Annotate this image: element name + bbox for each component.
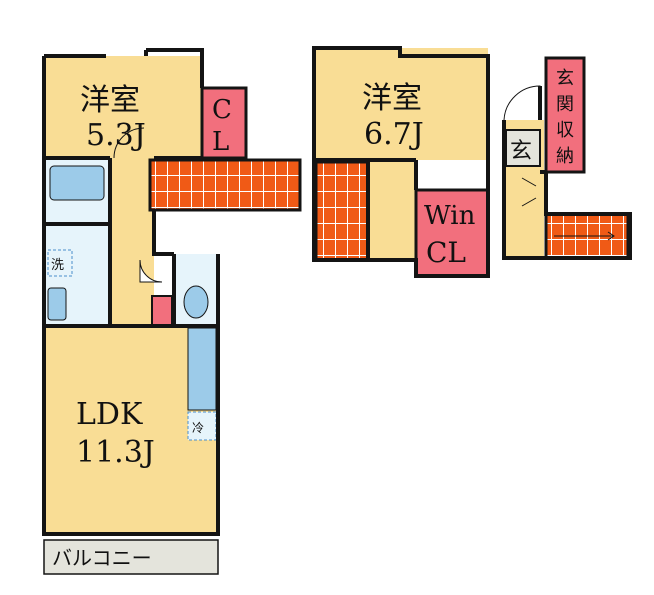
western-room-1: [44, 56, 202, 158]
bathtub: [49, 165, 105, 201]
western-room-1-size: 5.3J: [86, 118, 146, 153]
closet-1-line1: C: [212, 95, 232, 125]
small-closet: [151, 295, 173, 327]
left-unit-walls: [42, 48, 220, 536]
kitchen-counter: [187, 327, 217, 411]
right-unit-walls: [502, 86, 632, 260]
walkin-closet-line2: CL: [426, 236, 466, 269]
storage-char-3: 収: [556, 120, 574, 141]
storage-char-1: 玄: [556, 68, 574, 89]
door-arc-2: [139, 259, 163, 283]
stairs-3-arrow: [554, 231, 615, 241]
shoe-box-doors: [521, 177, 537, 207]
storage-char-2: 関: [556, 94, 574, 115]
western-room-1-name: 洋室: [80, 83, 140, 118]
western-room-2-size: 6.7J: [364, 117, 424, 152]
entrance-label: 玄: [510, 139, 532, 164]
corridor: [110, 158, 154, 326]
stairs-2: [314, 160, 370, 262]
western-room-2-name: 洋室: [362, 81, 422, 116]
closet-1-line2: L: [212, 127, 229, 157]
washer-space: [47, 249, 73, 277]
hall-2: [368, 162, 416, 260]
stairs-1: [148, 158, 302, 212]
balcony: [43, 539, 219, 575]
toilet: [183, 285, 209, 319]
fridge-label: 冷: [192, 421, 204, 435]
door-arc-1: [113, 127, 145, 159]
middle-unit-walls: [312, 46, 490, 278]
entrance-door-arc: [503, 85, 541, 121]
ldk-size: 11.3J: [76, 435, 155, 470]
walkin-closet-line1: Win: [424, 201, 476, 231]
entrance-box: [505, 129, 541, 167]
closet-1: [200, 86, 248, 160]
ldk-name: LDK: [76, 397, 143, 432]
entrance-storage: [544, 56, 586, 174]
washer-label: 洗: [51, 258, 64, 273]
storage-char-4: 納: [556, 146, 574, 167]
fridge-space: [187, 411, 217, 441]
western-room-2: [314, 48, 488, 160]
balcony-label: バルコニー: [52, 546, 152, 570]
washbasin: [47, 287, 67, 321]
